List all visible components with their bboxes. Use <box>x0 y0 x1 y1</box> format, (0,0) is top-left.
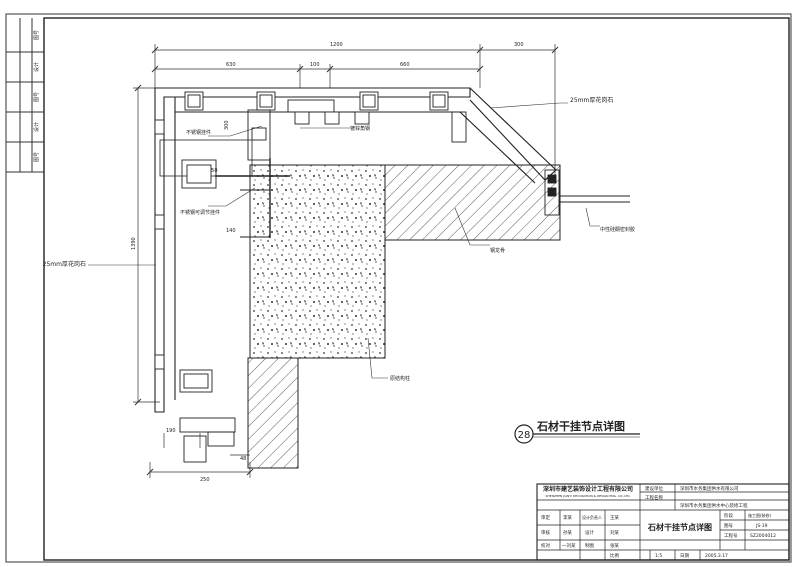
row-2-val-1: 孙某 <box>563 529 572 536</box>
row-1-key-2: 设计负责人 <box>582 514 602 520</box>
dimension-ticks <box>134 46 559 476</box>
strip-label-4: 设计 <box>33 122 40 132</box>
dim-bottom-48: 48 <box>240 456 246 462</box>
row-2-key-1: 审核 <box>541 529 550 536</box>
label-steel-frame: 钢龙骨 <box>490 247 505 254</box>
row-3-key-1: 校对 <box>541 542 550 549</box>
project-label: 工程名称 <box>645 494 663 501</box>
concrete-column <box>249 164 386 359</box>
lower-wall-hatch <box>247 357 299 469</box>
row-3-key-2: 制图 <box>585 542 594 549</box>
dim-inner-300: 300 <box>224 120 230 130</box>
drawing-name: 石材干挂节点详图 <box>647 522 712 532</box>
strip-label-5: 图号 <box>34 152 40 162</box>
leader-lines <box>88 102 600 379</box>
anchor-brackets-top <box>184 91 467 143</box>
detail-title: 石材干挂节点详图 <box>536 419 625 433</box>
stage-value: 施工图(装修) <box>748 512 772 518</box>
granite-cladding <box>154 87 557 413</box>
strip-label-1: 图号 <box>34 30 40 40</box>
label-adjust-plate: 不锈钢可调节挂件 <box>180 209 220 216</box>
dimension-lines <box>133 44 556 478</box>
row-1-val-1: 李某 <box>563 514 572 521</box>
dim-bottom-190: 190 <box>166 428 176 434</box>
label-concrete: 原结构柱 <box>390 375 410 382</box>
binding-strip: 图号 设计 图号 设计 图号 <box>6 18 44 173</box>
row-1-key-1: 审定 <box>541 514 550 521</box>
outer-border <box>5 13 792 563</box>
row-3-val-2: 张某 <box>610 542 619 549</box>
label-stone-right: 25mm厚花岗石 <box>570 96 613 104</box>
dim-top-right: 300 <box>514 42 524 48</box>
anchor-brackets-side <box>154 109 290 463</box>
dim-top-total: 1200 <box>330 42 343 48</box>
detail-number: 28 <box>518 430 531 441</box>
dim-top-seg-mid: 100 <box>310 62 320 68</box>
dim-inner-140: 140 <box>226 228 236 234</box>
project-no-label: 工程号 <box>724 532 738 539</box>
company-name: 深圳市建艺装饰设计工程有限公司 <box>543 485 633 493</box>
no-label: 图号 <box>724 523 733 529</box>
project-value: 深圳市水务集团供水中心装修工程 <box>680 502 748 509</box>
no-value: JS-19 <box>755 523 768 529</box>
inner-border <box>43 17 790 561</box>
label-stone-left: 25mm厚花岗石 <box>43 260 86 268</box>
dim-bottom-250: 250 <box>200 477 210 483</box>
date-label: 日期 <box>680 553 689 559</box>
edge-joint <box>544 169 630 216</box>
scale-label: 比例 <box>610 552 619 559</box>
strip-label-2: 设计 <box>33 62 40 72</box>
title-block <box>536 483 790 561</box>
project-no-value: SZ2004012 <box>750 533 776 539</box>
dim-inner-350: 350 <box>208 168 218 174</box>
row-2-val-2: 刘某 <box>610 529 619 536</box>
scale-value: 1:5 <box>655 553 662 559</box>
label-edge-seal: 中性硅酮密封胶 <box>600 226 635 233</box>
date-value: 2005.3.17 <box>705 553 728 559</box>
client-label: 建设单位 <box>645 485 663 492</box>
row-2-key-2: 设计 <box>585 529 594 536</box>
label-stainless-angle: 镀锌角钢 <box>350 125 370 132</box>
dim-top-seg-left: 630 <box>226 62 236 68</box>
row-1-val-2: 王某 <box>610 515 619 521</box>
steel-frame-hatch <box>384 164 561 241</box>
company-name-en: SHENZHEN JIANYI DECORATION & DESIGN ENG.… <box>546 494 631 498</box>
strip-label-3: 图号 <box>34 92 40 102</box>
detail-tag: 28 石材干挂节点详图 <box>514 419 640 444</box>
stage-label: 阶段 <box>724 512 733 519</box>
row-3-val-1: 一刘某 <box>562 542 576 549</box>
label-anchor-bolt: 不锈钢挂件 <box>186 129 211 136</box>
client-value: 深圳市水务集团供水有限公司 <box>680 485 739 492</box>
dim-left-total: 1390 <box>131 237 137 250</box>
dim-top-seg-right: 660 <box>400 62 410 68</box>
